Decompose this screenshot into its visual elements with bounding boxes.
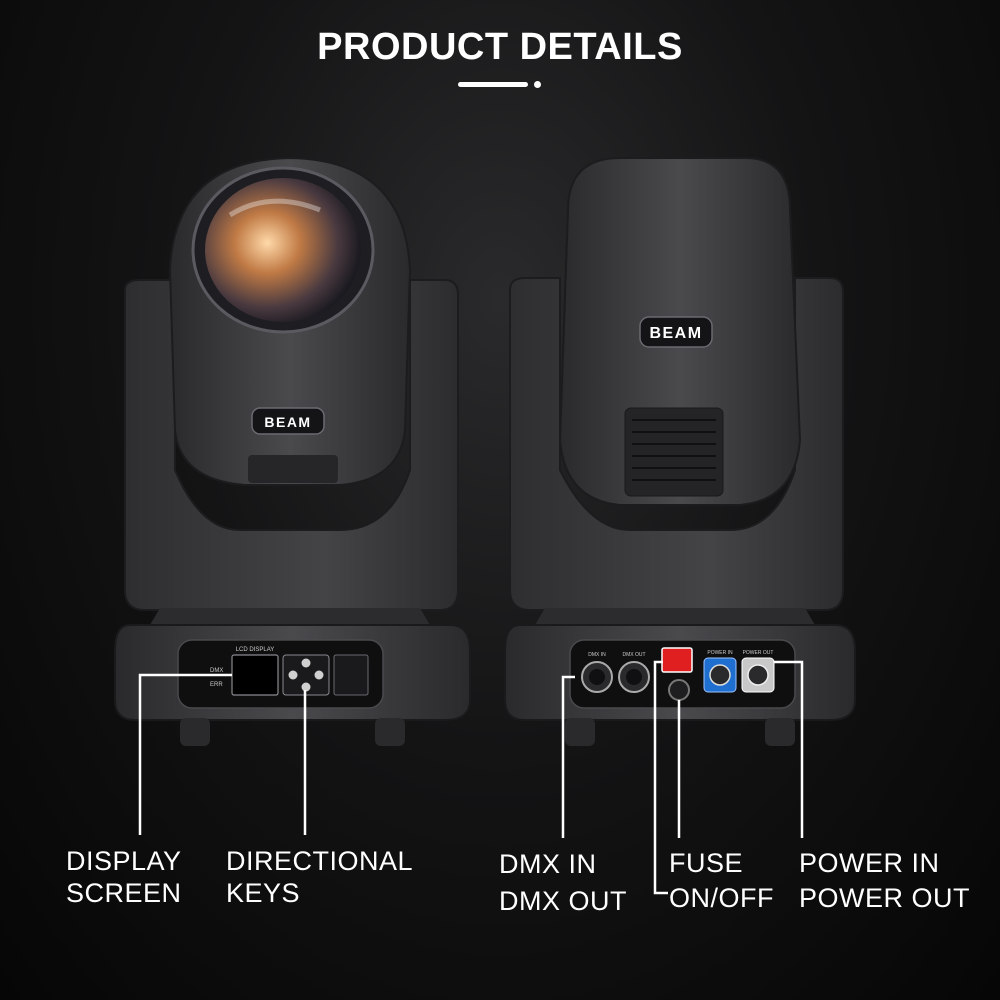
front-vent — [248, 455, 338, 483]
dmx-leader — [561, 675, 575, 838]
cert-marks — [333, 654, 369, 696]
front-lens — [205, 178, 361, 322]
fuse-holder — [668, 679, 690, 701]
back-vent — [624, 407, 724, 497]
dmx-indicator-label: DMX — [210, 668, 223, 674]
back-badge-plate — [639, 316, 713, 348]
front-fixture — [114, 156, 471, 746]
key-left — [288, 670, 298, 680]
title-underline — [458, 82, 528, 87]
power-switch — [661, 647, 693, 673]
back-foot-left — [565, 718, 595, 746]
display-leader — [138, 673, 232, 835]
key-down — [301, 682, 311, 692]
fuse-leader-outer — [653, 660, 668, 895]
dmx-out-caption: DMX OUT — [622, 652, 645, 658]
fuse-label: FUSE ON/OFF — [669, 848, 774, 913]
front-badge-plate — [251, 407, 325, 435]
lcd-caption: LCD DISPLAY — [236, 647, 275, 653]
front-badge-text: BEAM — [264, 414, 311, 430]
power-in-caption: POWER IN — [707, 650, 733, 656]
front-foot-right — [375, 718, 405, 746]
back-badge-text: BEAM — [649, 325, 702, 342]
dmx-label: DMX IN DMX OUT — [499, 849, 627, 916]
key-up — [301, 658, 311, 668]
back-base-top — [535, 608, 815, 625]
power-label: POWER IN POWER OUT — [799, 848, 970, 913]
dmx-in-caption: DMX IN — [588, 652, 606, 658]
callout-lines — [138, 660, 804, 895]
front-yoke — [124, 279, 459, 611]
title-dot — [534, 81, 541, 88]
front-foot-left — [180, 718, 210, 746]
front-base-top — [150, 608, 430, 625]
display-screen-label: DISPLAY SCREEN — [66, 846, 182, 908]
back-fixture — [504, 157, 856, 746]
vent-slats — [632, 419, 716, 481]
err-indicator-label: ERR — [210, 682, 223, 688]
power-leader — [774, 660, 804, 838]
page-title: PRODUCT DETAILS — [317, 26, 683, 68]
power-out-caption: POWER OUT — [743, 650, 774, 656]
back-yoke — [509, 277, 844, 611]
back-foot-right — [765, 718, 795, 746]
rear-panel — [569, 639, 796, 709]
directional-keys-label: DIRECTIONAL KEYS — [226, 846, 414, 908]
key-right — [314, 670, 324, 680]
lens-glare — [228, 198, 321, 218]
lcd-screen — [231, 654, 279, 696]
